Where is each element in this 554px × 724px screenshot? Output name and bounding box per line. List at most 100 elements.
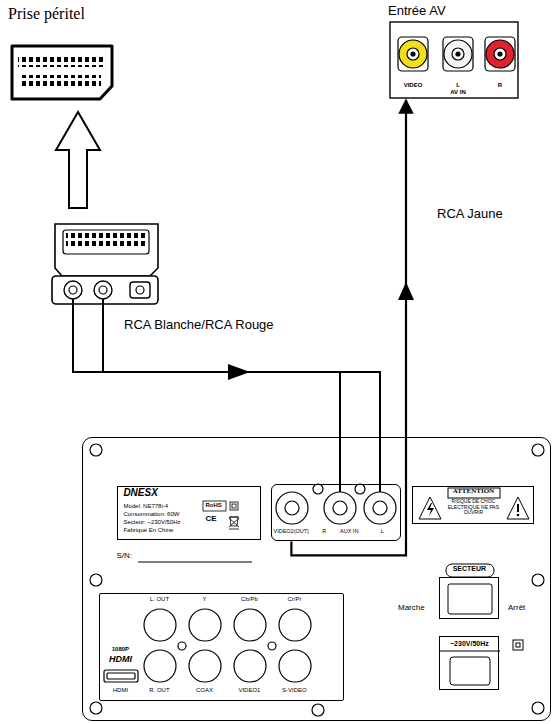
panel-text: L: [381, 529, 384, 535]
power-inlet-parts: [440, 651, 500, 652]
av-panel-outline: [390, 22, 518, 98]
rca-jack: [444, 40, 472, 68]
scart-adapter: [94, 281, 112, 299]
panel-text: SECTEUR: [453, 565, 486, 572]
panel-text: L: [456, 82, 460, 88]
output-connector: [144, 650, 176, 682]
scart-adapter: [130, 282, 150, 298]
output-connector: [189, 609, 221, 641]
annotation-label: RCA Blanche/RCA Rouge: [124, 318, 274, 331]
panel-text: Entrée AV: [388, 4, 446, 17]
power-inlet: ~230V/50Hz: [439, 636, 499, 690]
label-icons: [229, 517, 239, 529]
annotation-label: Arrêt: [508, 604, 525, 612]
scart-adapter: [69, 286, 77, 294]
rear-panel: S/N: DNESX Model: NE778i-4 RoHS Consommation…: [82, 437, 551, 721]
output-connector: [279, 609, 311, 641]
panel-text: L. OUT: [150, 596, 169, 602]
scart-outline: [21, 75, 101, 87]
screw-hole: [532, 702, 544, 714]
rca-jack: [486, 40, 514, 68]
panel-text: Cr/Pr: [287, 596, 301, 602]
panel-text: Fabriqué En Chine: [123, 527, 173, 533]
panel-text: Model: NE778i-4: [123, 503, 168, 509]
screw-hole: [90, 574, 102, 586]
power-switch-parts: [446, 564, 494, 614]
label-icons: [230, 502, 238, 510]
rca-jack: [498, 52, 502, 56]
rca-jack: [485, 37, 515, 71]
serial-line: [138, 562, 252, 563]
scart-outline: [18, 55, 106, 67]
panel-text: HDMI: [109, 655, 132, 664]
panel-text: Consommation: 60W: [123, 511, 179, 517]
audio-cable: [73, 299, 380, 492]
label-icons: [203, 501, 239, 529]
scart-adapter: [66, 233, 146, 249]
hollow-arrow: [56, 112, 100, 208]
warning-symbol: [419, 488, 529, 519]
aux-jack: [285, 501, 299, 515]
panel-text: R: [322, 529, 326, 535]
label-icons: [229, 518, 239, 527]
panel-text: S-VIDEO: [282, 687, 307, 693]
power-inlet-parts: [450, 657, 490, 685]
warning-symbol: [427, 503, 434, 516]
cable-arrow: [228, 364, 250, 380]
rca-jack: [443, 37, 473, 71]
panel-text: COAX: [196, 687, 213, 693]
panel-text: CE: [205, 515, 216, 523]
output-connector: [107, 673, 135, 679]
warning-symbol: [507, 497, 529, 519]
video-cable: [291, 100, 406, 555]
panel-text: R: [498, 82, 502, 88]
output-connector: [104, 670, 138, 682]
panel-text: S/N:: [116, 552, 132, 560]
scart-adapter: [55, 224, 158, 276]
label-icons: [203, 501, 226, 511]
rca-jack: [452, 48, 464, 60]
av-input-panel: Entrée AV VIDEO L R AV IN: [386, 2, 522, 100]
panel-text: R. OUT: [149, 687, 169, 693]
power-inlet-parts: [516, 643, 520, 647]
output-connector: [144, 609, 176, 641]
rca-jack: [456, 52, 460, 56]
aux-jack: [373, 501, 387, 515]
panel-text: VIDEO: [404, 82, 423, 88]
warning-label: ATTENTION RISQUE DE CHOC ELECTRIQUE NE PA…: [412, 486, 534, 524]
screw-hole: [90, 702, 102, 714]
aux-jack: [313, 484, 323, 494]
panel-text: VIDEO2(OUT): [273, 529, 308, 535]
panel-text: VIDEO1: [238, 687, 260, 693]
aux-jack: [324, 492, 356, 524]
rca-jack: [399, 40, 427, 68]
rca-jack: [407, 48, 419, 60]
scart-adapter: [52, 276, 158, 304]
rca-jack: [411, 52, 415, 56]
label-icons: [232, 504, 236, 508]
warning-symbol: [517, 514, 520, 517]
scart-adapter: [64, 281, 82, 299]
panel-text: RoHS: [205, 502, 221, 508]
aux-jack: [355, 484, 365, 494]
power-switch-parts: [446, 564, 494, 577]
panel-text: ATTENTION: [453, 488, 495, 495]
hollow-arrow: [56, 112, 100, 208]
panel-text: Y: [202, 596, 206, 602]
panel-text: Prise péritel: [8, 6, 85, 22]
output-connector: [268, 642, 276, 650]
scart-outline: [12, 46, 112, 99]
aux-jack: [364, 492, 396, 524]
panel-text: Secteur: ~230V/50Hz: [123, 519, 180, 525]
panel-text: RISQUE DE CHOC ELECTRIQUE NE PAS OUVRIR: [442, 499, 504, 516]
power-inlet-parts: [440, 640, 523, 685]
annotation-label: Marche: [398, 604, 425, 612]
av-panel-outline: [390, 22, 518, 98]
scart-adapter: [63, 230, 149, 254]
screw-hole: [532, 444, 544, 456]
panel-text: AV IN: [450, 89, 466, 95]
label-icons: [229, 518, 239, 527]
panel-text: Cb/Pb: [241, 596, 258, 602]
panel-text: DNESX: [123, 488, 157, 498]
